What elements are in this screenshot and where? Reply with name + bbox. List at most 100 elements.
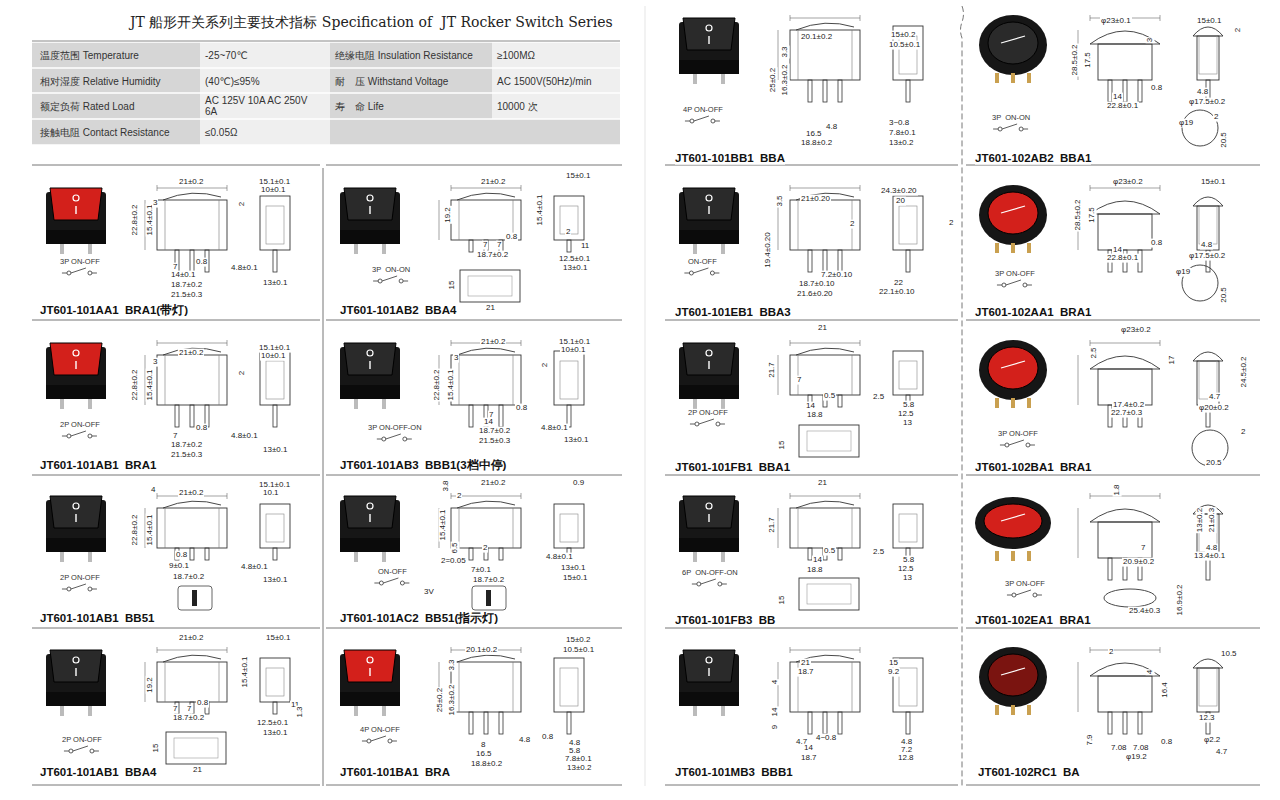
dimension: 9 — [771, 724, 780, 730]
circuit-type: 3P ON-OFF — [998, 430, 1038, 438]
model-name: JT601-102AB2 BBA1 — [975, 152, 1091, 165]
dimension: 10.5 — [1220, 650, 1238, 659]
switch-symbol — [71, 584, 86, 589]
switch-body-shade — [340, 692, 400, 706]
terminal-pin — [838, 712, 842, 734]
side-view — [893, 351, 923, 395]
dimension: 18.7 — [800, 754, 818, 763]
spec-cell: AC 125V 10A AC 250V 6A — [205, 95, 310, 117]
panel-rule — [665, 475, 958, 476]
panel-rule — [32, 320, 320, 321]
switch-body — [975, 497, 1051, 549]
dimension: 3 — [1146, 37, 1155, 43]
switch-symbol — [1009, 440, 1024, 445]
front-dome — [1090, 663, 1160, 676]
dimension: 21±0.3 — [1208, 507, 1217, 533]
switch-symbol — [1007, 595, 1012, 596]
switch-symbol — [88, 434, 92, 438]
dimension: 15.4±0.1 — [146, 368, 155, 401]
dimension: 8 — [480, 741, 486, 750]
switch-symbol — [383, 578, 398, 583]
switch-body — [979, 185, 1047, 245]
dimension-line — [778, 508, 779, 548]
model-name: JT601-102AA1 BRA1 — [975, 306, 1091, 319]
dimension: 22 — [893, 279, 904, 288]
dimension: 15±0.2 — [890, 31, 916, 40]
switch-symbol — [90, 749, 94, 753]
switch-symbol — [92, 273, 97, 274]
dimension-line — [1090, 496, 1160, 497]
dimension-tick — [227, 340, 228, 346]
dimension: φ23±0.2 — [1120, 326, 1152, 335]
switch-symbol — [1006, 280, 1021, 285]
dimension: 21.6±0.20 — [796, 290, 834, 299]
rocker-top — [344, 650, 396, 682]
dimension: 2 — [238, 201, 247, 207]
switch-pin — [693, 244, 697, 254]
table-label-cell — [32, 93, 200, 119]
switch-symbol — [373, 281, 378, 282]
switch-body-shade — [46, 385, 106, 399]
dimension: 13±0.1 — [563, 436, 589, 445]
rocker-top — [683, 496, 735, 528]
rocker-top — [50, 496, 102, 528]
spec-cell: ≥100MΩ — [497, 50, 535, 61]
dimension: 7.08 — [1110, 744, 1128, 753]
switch-pin — [995, 705, 999, 715]
dimension: 21±0.2 — [178, 178, 204, 187]
dimension-tick — [451, 493, 452, 499]
circuit-type: 2P ON-OFF — [688, 409, 728, 417]
switch-symbol — [64, 751, 69, 752]
front-view-detail — [219, 508, 220, 548]
dimension: 12.8 — [897, 754, 915, 763]
switch-pin — [354, 552, 358, 562]
front-view-detail — [852, 662, 853, 712]
dimension: 2 — [565, 228, 571, 237]
switch-pin — [382, 244, 386, 254]
dimension: 0.5 — [823, 392, 836, 401]
table-label-cell — [330, 119, 492, 145]
dimension: 15±0.1 — [565, 172, 591, 181]
panel-rule — [326, 165, 622, 166]
spec-cell: 绝缘电阻 Insulation Resistance — [335, 50, 473, 61]
dimension: 15 — [778, 595, 787, 606]
rocker-top — [683, 18, 735, 50]
side-view-detail — [1199, 36, 1217, 74]
on-symbol — [1001, 668, 1025, 675]
circuit-type: 4P ON-OFF — [683, 106, 723, 114]
dimension: 15±0.1 — [562, 574, 588, 583]
dimension: 15±0.2 — [565, 636, 591, 645]
dimension-line — [451, 188, 521, 189]
table-rule — [32, 41, 620, 43]
dimension: 2 — [541, 362, 550, 368]
dimension: 21 — [485, 304, 496, 313]
dimension: 13 — [902, 574, 913, 583]
panel-cutout-inner — [807, 584, 851, 604]
switch-pin — [354, 706, 358, 716]
dimension: 2 — [1213, 113, 1219, 122]
dimension: 15±0.1 — [265, 634, 291, 643]
switch-symbol — [67, 271, 71, 275]
dimension: 21±0.2 — [480, 338, 506, 347]
model-name: JT601-102BA1 BRA1 — [975, 461, 1091, 474]
dimension-tick — [790, 493, 791, 499]
dimension-tick — [1090, 493, 1091, 499]
panel-rule — [32, 475, 320, 476]
switch-pin — [721, 74, 725, 84]
rocker-top — [984, 504, 1042, 538]
front-view — [1098, 214, 1152, 250]
dimension: 4.7 — [1215, 748, 1228, 757]
circuit-type: 2P ON-OFF — [60, 421, 100, 429]
switch-symbol — [690, 119, 694, 123]
switch-symbol — [371, 736, 386, 741]
dimension: 3~0.8 — [888, 119, 910, 128]
on-symbol — [1001, 206, 1025, 213]
table-label-cell — [330, 68, 492, 93]
panel-rule — [966, 165, 1260, 166]
terminal-pin — [175, 405, 179, 427]
switch-symbol — [993, 129, 998, 130]
side-view — [554, 351, 584, 405]
dimension: 13±0.1 — [560, 564, 586, 573]
side-dome — [1193, 659, 1223, 668]
dimension-line — [790, 343, 860, 344]
